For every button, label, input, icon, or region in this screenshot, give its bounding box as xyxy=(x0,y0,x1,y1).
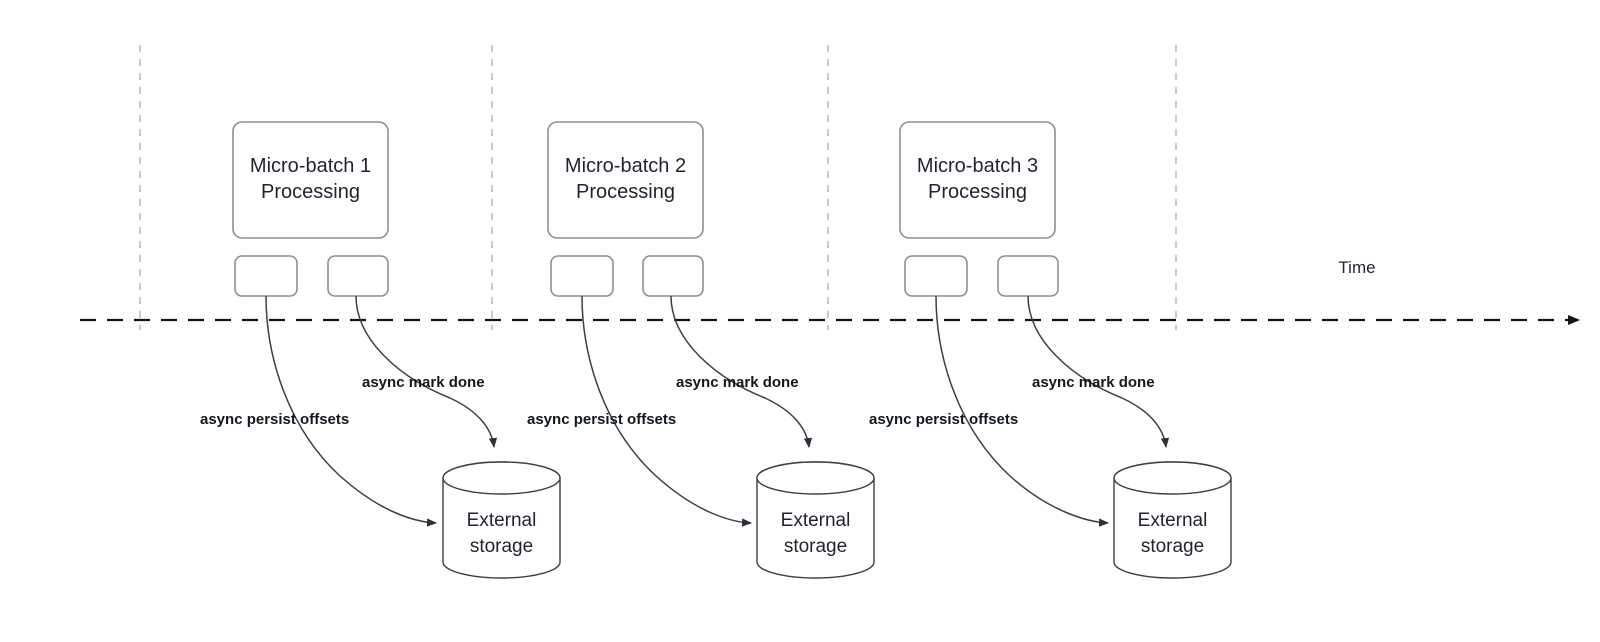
external-storage-3-label-line2: storage xyxy=(1141,536,1204,557)
micro-batch-processing-box[interactable] xyxy=(547,121,704,239)
async-mark-done-edge-label: async mark done xyxy=(362,374,485,391)
async-persist-offsets-edge xyxy=(265,295,437,527)
external-storage-1-label-line2: storage xyxy=(470,536,533,557)
external-storage-1-top xyxy=(442,461,561,495)
batch-group-3: Micro-batch 3 Processing async persist off… xyxy=(869,121,1232,579)
micro-batch-processing-box[interactable] xyxy=(899,121,1056,239)
async-mark-done-edge-label: async mark done xyxy=(1032,374,1155,391)
micro-batch-title-line2: Processing xyxy=(928,181,1027,203)
micro-batch-title-line1: Micro-batch 1 xyxy=(250,155,371,177)
async-persist-offsets-edge xyxy=(581,295,752,527)
async-persist-offsets-edge xyxy=(935,295,1109,527)
batch-group-2: Micro-batch 2 Processing async persist off… xyxy=(527,121,875,579)
mark-done-task-box[interactable] xyxy=(327,255,389,297)
external-storage-2-label-line1: External xyxy=(781,510,851,531)
mark-done-task-box[interactable] xyxy=(997,255,1059,297)
micro-batch-title-line1: Micro-batch 3 xyxy=(917,155,1038,177)
async-mark-done-edge xyxy=(355,295,498,448)
async-mark-done-edge-label: async mark done xyxy=(676,374,799,391)
external-storage-3-top xyxy=(1113,461,1232,495)
mark-done-task-box[interactable] xyxy=(642,255,704,297)
async-mark-done-edge xyxy=(1027,295,1170,448)
persist-offsets-task-box[interactable] xyxy=(904,255,968,297)
batch-groups: Micro-batch 1 Processing async persist off… xyxy=(200,121,1232,579)
async-persist-offsets-edge-label: async persist offsets xyxy=(869,411,1018,428)
micro-batch-title-line2: Processing xyxy=(576,181,675,203)
micro-batch-processing-box[interactable] xyxy=(232,121,389,239)
async-persist-offsets-edge-label: async persist offsets xyxy=(200,411,349,428)
external-storage-2-label-line2: storage xyxy=(784,536,847,557)
batch-boundary-ticks xyxy=(139,45,1177,330)
external-storage-3-label-line1: External xyxy=(1138,510,1208,531)
batch-group-1: Micro-batch 1 Processing async persist off… xyxy=(200,121,561,579)
time-axis: Time xyxy=(80,258,1580,325)
persist-offsets-task-box[interactable] xyxy=(550,255,614,297)
persist-offsets-task-box[interactable] xyxy=(234,255,298,297)
external-storage-2-top xyxy=(756,461,875,495)
micro-batch-title-line1: Micro-batch 2 xyxy=(565,155,686,177)
micro-batch-title-line2: Processing xyxy=(261,181,360,203)
time-axis-label: Time xyxy=(1338,258,1375,277)
async-persist-offsets-edge-label: async persist offsets xyxy=(527,411,676,428)
async-mark-done-edge xyxy=(670,295,813,448)
external-storage-1-label-line1: External xyxy=(467,510,537,531)
